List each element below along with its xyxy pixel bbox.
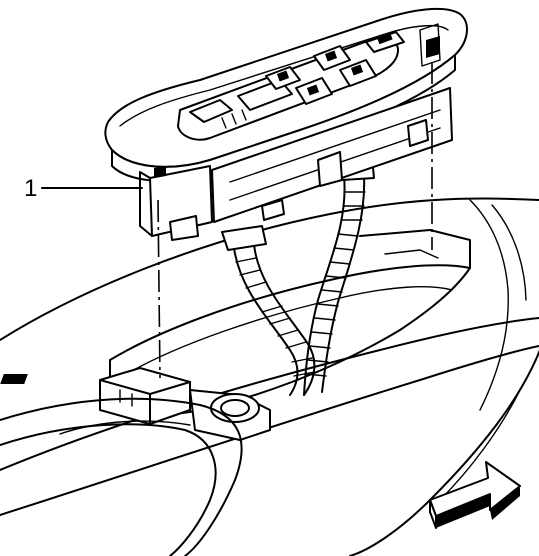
harness-connector [0, 367, 271, 441]
callout-1: 1 [24, 175, 143, 202]
alignment-lines [157, 62, 433, 379]
door-trim-panel [0, 197, 539, 556]
callout-1-label: 1 [24, 175, 37, 202]
window-switch-buttons [265, 31, 405, 105]
front-direction-arrow-icon [429, 461, 521, 529]
armrest-rail [0, 397, 243, 556]
window-switch-assembly [104, 7, 468, 241]
